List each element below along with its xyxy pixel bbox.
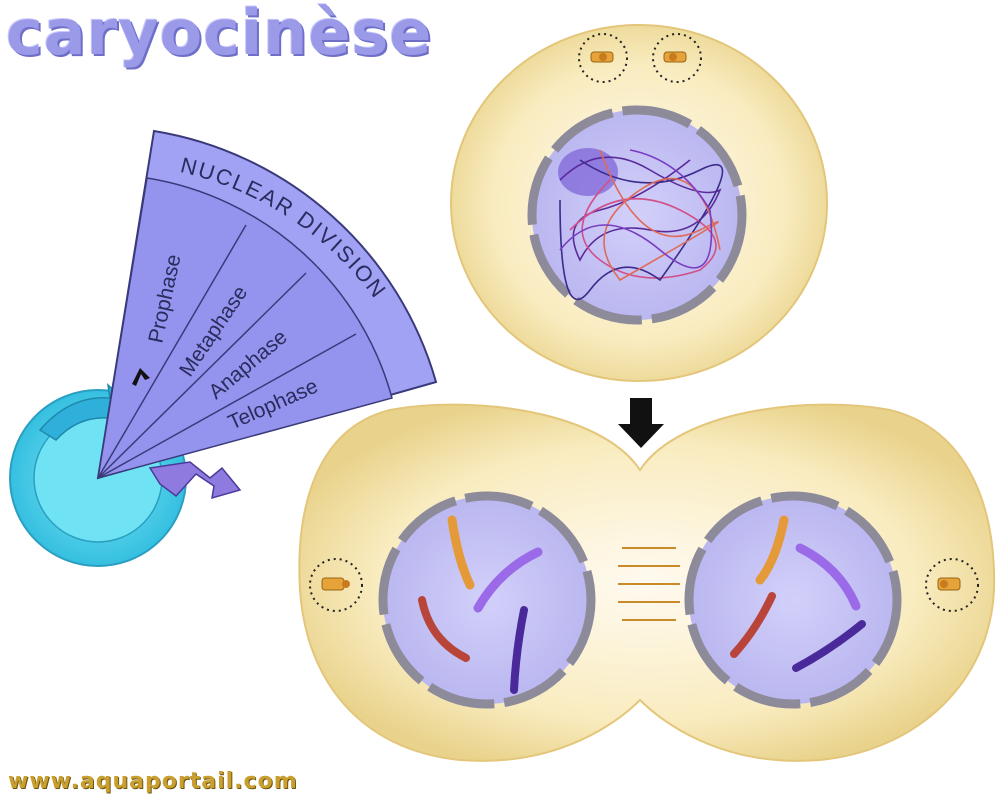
page-title: caryocinèse <box>6 0 433 69</box>
centrosome-icon <box>578 33 628 83</box>
cell-cycle-wheel: NUCLEAR DIVISION Prophase Metaphase Anap… <box>9 129 438 567</box>
centrosome-icon <box>309 558 363 612</box>
prophase-arrow-icon <box>132 368 150 386</box>
centrosome-icon <box>652 33 702 83</box>
telophase-cell <box>298 403 996 762</box>
site-watermark: www.aquaportail.com <box>8 769 298 794</box>
prophase-cell <box>450 24 828 382</box>
chromatin <box>559 149 724 301</box>
midbody <box>618 547 680 621</box>
centrosome-icon <box>925 558 979 612</box>
cytokinesis-arrow-icon <box>148 461 242 500</box>
down-arrow-icon <box>618 398 664 448</box>
